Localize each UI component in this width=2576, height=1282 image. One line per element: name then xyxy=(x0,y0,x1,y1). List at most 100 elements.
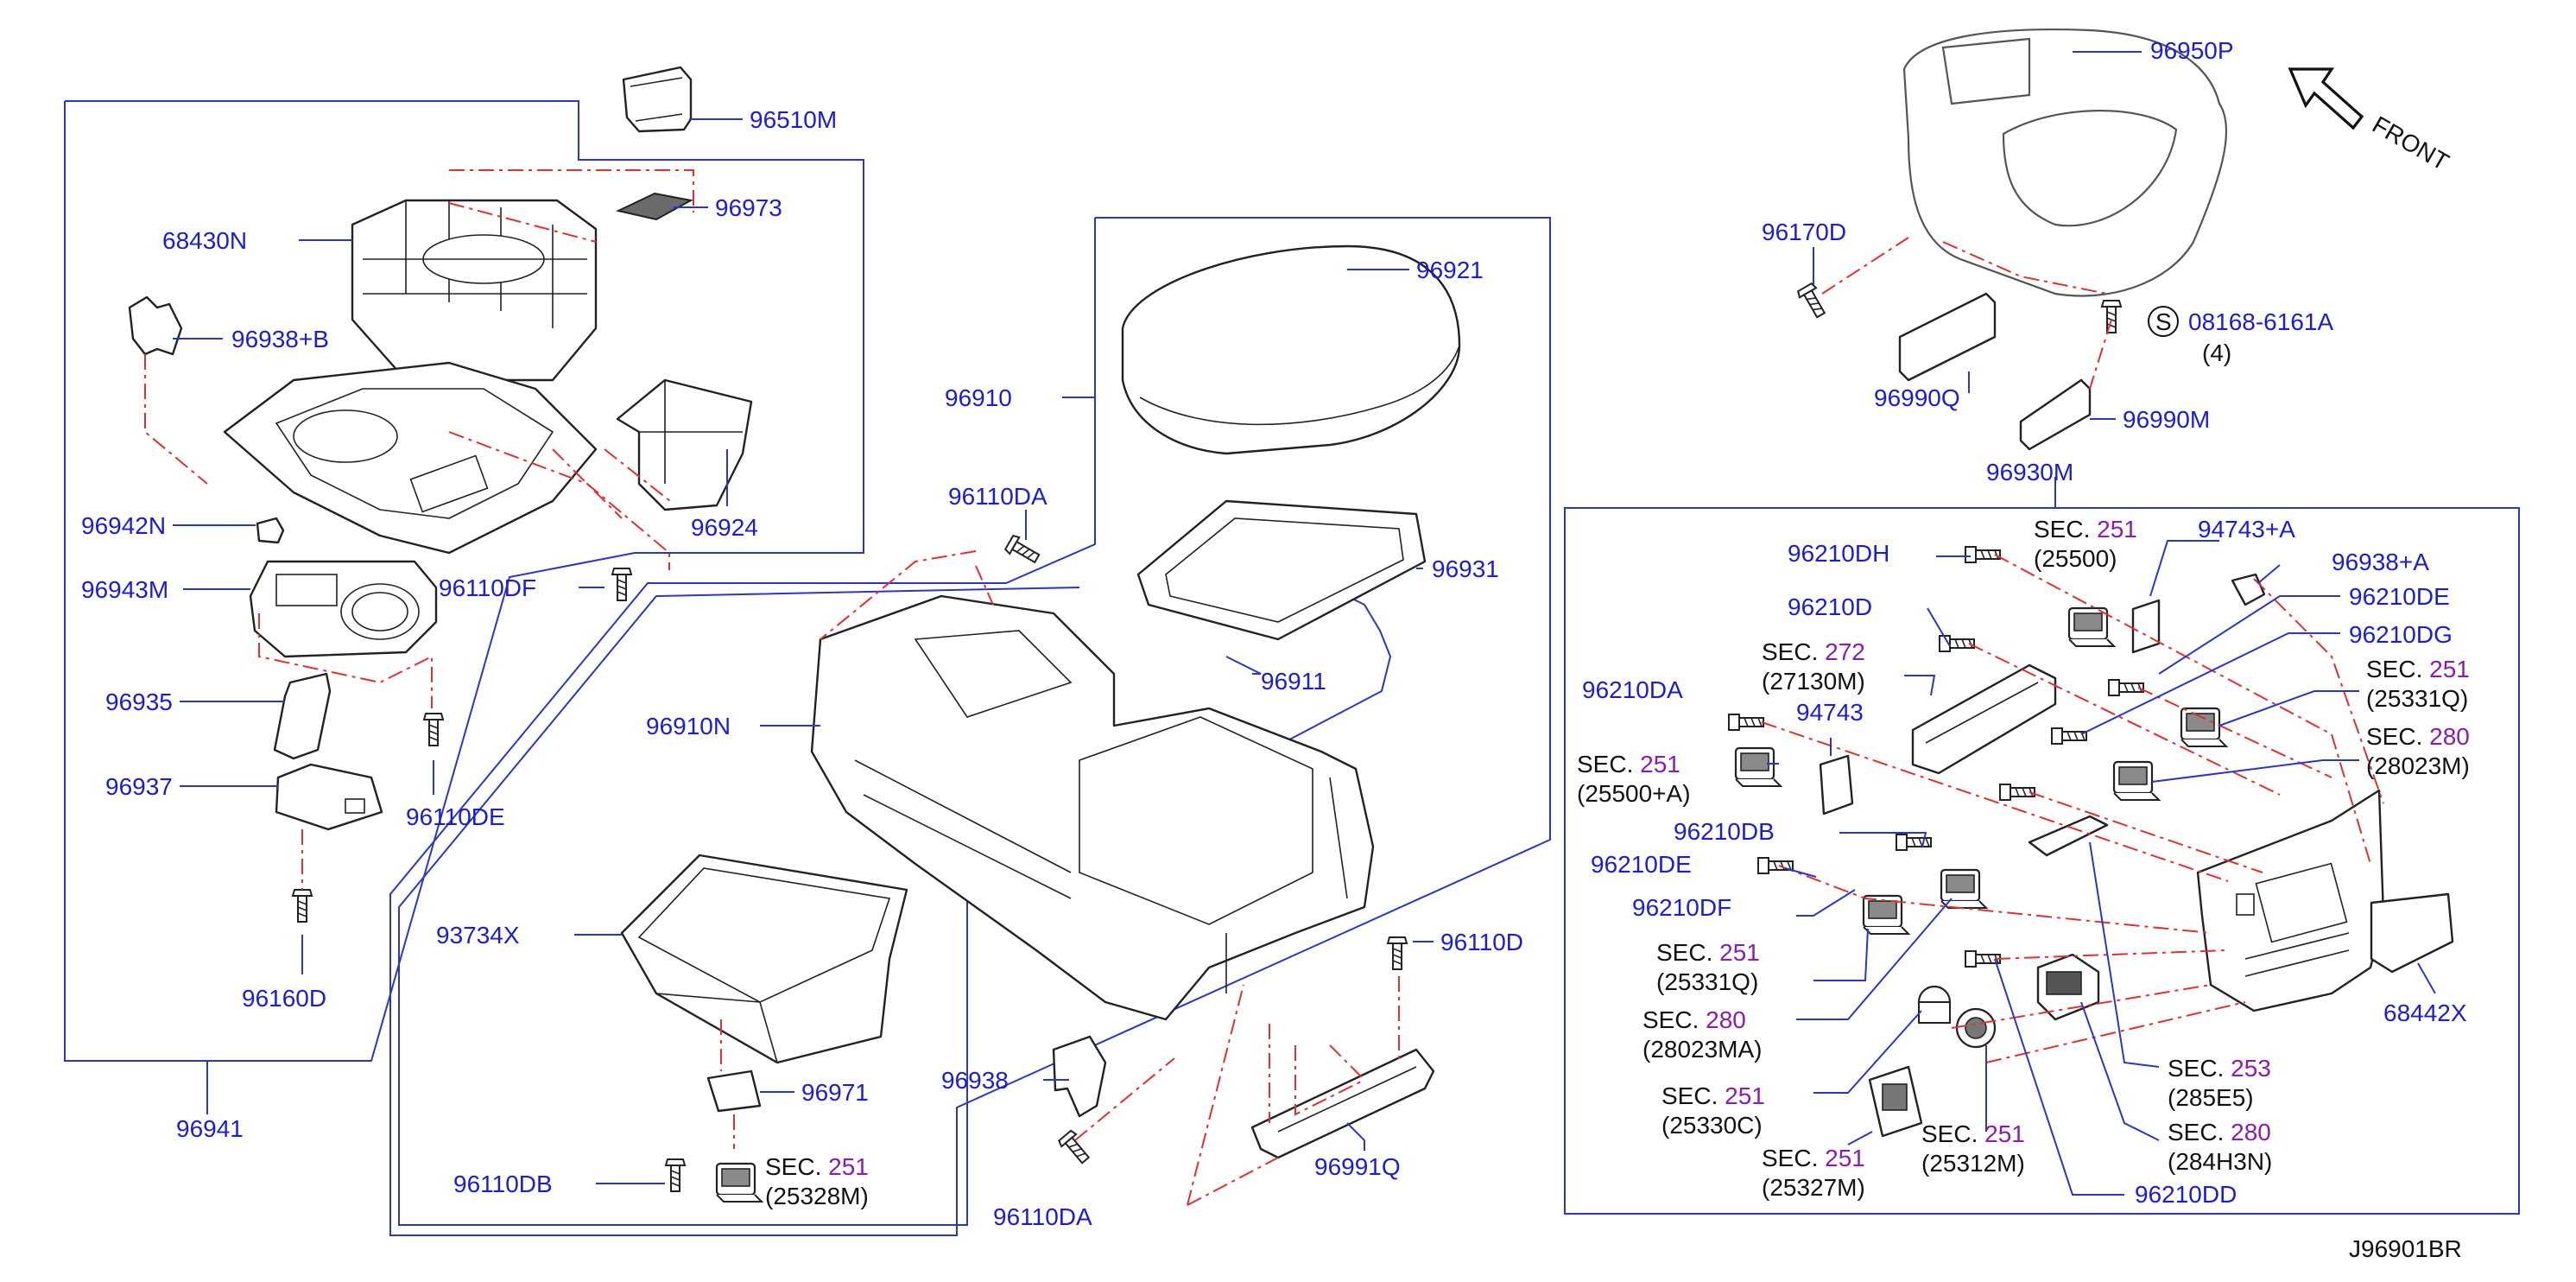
sec-28023MA: SEC. 280 (28023MA) xyxy=(1642,1006,1763,1063)
label-96210DE-l: 96210DE xyxy=(1591,851,1692,878)
part-96938-shape xyxy=(1052,1035,1107,1118)
sec-285E5: SEC. 253 (285E5) xyxy=(2168,1055,2271,1111)
screw-icon xyxy=(1757,857,1794,874)
sec-25327M: SEC. 251 (25327M) xyxy=(1762,1145,1865,1201)
label-96938B: 96938+B xyxy=(231,326,329,352)
label-96990Q: 96990Q xyxy=(1874,384,1960,411)
label-96170D: 96170D xyxy=(1762,219,1846,245)
svg-text:(25500): (25500) xyxy=(2034,545,2117,572)
svg-text:SEC. 251: SEC. 251 xyxy=(2034,516,2137,543)
part-25330C-shape xyxy=(1917,985,1952,1024)
part-96971-shape xyxy=(706,1069,762,1113)
label-96210DD: 96210DD xyxy=(2135,1181,2237,1208)
group-box-96910 xyxy=(389,217,1551,1236)
screw-icon xyxy=(665,1158,686,1192)
svg-text:SEC. 253: SEC. 253 xyxy=(2168,1055,2271,1082)
svg-text:(25331Q): (25331Q) xyxy=(2366,685,2468,712)
svg-text:SEC. 251: SEC. 251 xyxy=(1656,939,1760,966)
assembly-line xyxy=(449,169,694,213)
part-96990Q-shape xyxy=(1898,292,1997,382)
svg-text:SEC. 280: SEC. 280 xyxy=(1642,1006,1746,1033)
label-96910: 96910 xyxy=(945,384,1012,411)
label-96110D: 96110D xyxy=(1440,929,1523,955)
label-96971: 96971 xyxy=(801,1079,869,1106)
assembly-line xyxy=(1074,1057,1175,1141)
svg-text:SEC. 251: SEC. 251 xyxy=(1921,1120,2025,1147)
part-96990M-shape xyxy=(2019,378,2092,451)
assembly-line xyxy=(2137,687,2332,778)
label-standard-symbol: S xyxy=(2155,308,2172,335)
part-96938A-shape xyxy=(2231,573,2266,606)
part-96910N-shape xyxy=(810,594,1375,1021)
svg-text:SEC. 251: SEC. 251 xyxy=(765,1153,869,1180)
svg-text:(25500+A): (25500+A) xyxy=(1577,780,1691,807)
part-96943M-shape xyxy=(249,560,438,658)
screw-icon xyxy=(1795,282,1831,321)
part-96931-shape xyxy=(1136,499,1427,641)
svg-text:(25330C): (25330C) xyxy=(1661,1112,1763,1139)
label-96510M: 96510M xyxy=(750,106,837,133)
part-96942N-shape xyxy=(256,517,285,544)
screw-icon xyxy=(2051,727,2087,745)
part-bezel-shape xyxy=(223,361,598,555)
svg-text:SEC. 272: SEC. 272 xyxy=(1762,638,1865,665)
svg-text:SEC. 251: SEC. 251 xyxy=(1762,1145,1865,1171)
part-96924-shape xyxy=(616,378,753,511)
svg-text:(28023M): (28023M) xyxy=(2366,752,2470,779)
svg-text:(25327M): (25327M) xyxy=(1762,1174,1865,1201)
label-68442X: 68442X xyxy=(2383,1000,2467,1026)
label-96924: 96924 xyxy=(691,514,758,541)
svg-text:SEC. 280: SEC. 280 xyxy=(2168,1119,2271,1146)
assembly-line xyxy=(975,565,994,606)
svg-text:SEC. 251: SEC. 251 xyxy=(1577,751,1680,777)
label-96210DF: 96210DF xyxy=(1632,894,1731,921)
part-96950P-shape xyxy=(1902,28,2228,297)
label-96160D: 96160D xyxy=(242,985,326,1012)
svg-text:(25331Q): (25331Q) xyxy=(1656,968,1758,995)
label-96210DH: 96210DH xyxy=(1788,540,1889,567)
label-96937: 96937 xyxy=(105,773,173,800)
assembly-line xyxy=(1821,237,2112,390)
assembly-line xyxy=(2253,578,2384,804)
screw-icon xyxy=(1728,714,1764,731)
screw-icon xyxy=(1387,936,1408,970)
sec-28023M: SEC. 280 (28023M) xyxy=(2366,723,2470,779)
part-284H3N-shape xyxy=(2036,953,2100,1021)
label-96210DG: 96210DG xyxy=(2349,621,2453,648)
assembly-line xyxy=(144,354,208,485)
sec-25331Q-r: SEC. 251 (25331Q) xyxy=(2366,656,2470,712)
label-96110DA-bot: 96110DA xyxy=(993,1203,1092,1230)
assembly-line xyxy=(1994,554,2371,865)
label-96110DE: 96110DE xyxy=(406,803,505,830)
label-96935: 96935 xyxy=(105,689,173,715)
label-96110DB: 96110DB xyxy=(453,1171,553,1197)
label-96110DA-top: 96110DA xyxy=(948,483,1047,510)
switch-25500A xyxy=(1734,746,1782,788)
assembly-line xyxy=(448,202,597,243)
sec-25328M: SEC. 251 (25328M) xyxy=(765,1153,869,1209)
assembly-line xyxy=(258,613,433,708)
part-96973-shape xyxy=(615,192,693,221)
part-68442X-shape xyxy=(2370,892,2454,974)
assembly-line xyxy=(1951,984,2246,1063)
sec-25500A: SEC. 251 (25500+A) xyxy=(1577,751,1691,807)
assembly-line xyxy=(1187,976,1400,1206)
label-96930M: 96930M xyxy=(1986,459,2073,486)
svg-text:SEC. 251: SEC. 251 xyxy=(1661,1082,1765,1109)
part-285E5-shape xyxy=(2028,815,2109,857)
part-27130M-shape xyxy=(1911,663,2057,775)
part-96991Q-shape xyxy=(1250,1048,1435,1159)
svg-text:(25328M): (25328M) xyxy=(765,1183,869,1209)
label-96938: 96938 xyxy=(941,1067,1009,1094)
part-96938B-shape xyxy=(128,295,183,356)
label-96950P: 96950P xyxy=(2150,37,2234,64)
svg-text:(28023MA): (28023MA) xyxy=(1642,1036,1763,1063)
part-25327M-shape xyxy=(1868,1065,1923,1138)
assembly-line xyxy=(1968,643,2281,796)
label-96110DF: 96110DF xyxy=(439,574,536,601)
standard-part-symbol xyxy=(2148,306,2179,337)
sec-25312M: SEC. 251 (25312M) xyxy=(1921,1120,2025,1177)
label-96990M: 96990M xyxy=(2123,406,2210,433)
label-96210DB: 96210DB xyxy=(1674,818,1775,845)
svg-text:(25312M): (25312M) xyxy=(1921,1150,2025,1177)
